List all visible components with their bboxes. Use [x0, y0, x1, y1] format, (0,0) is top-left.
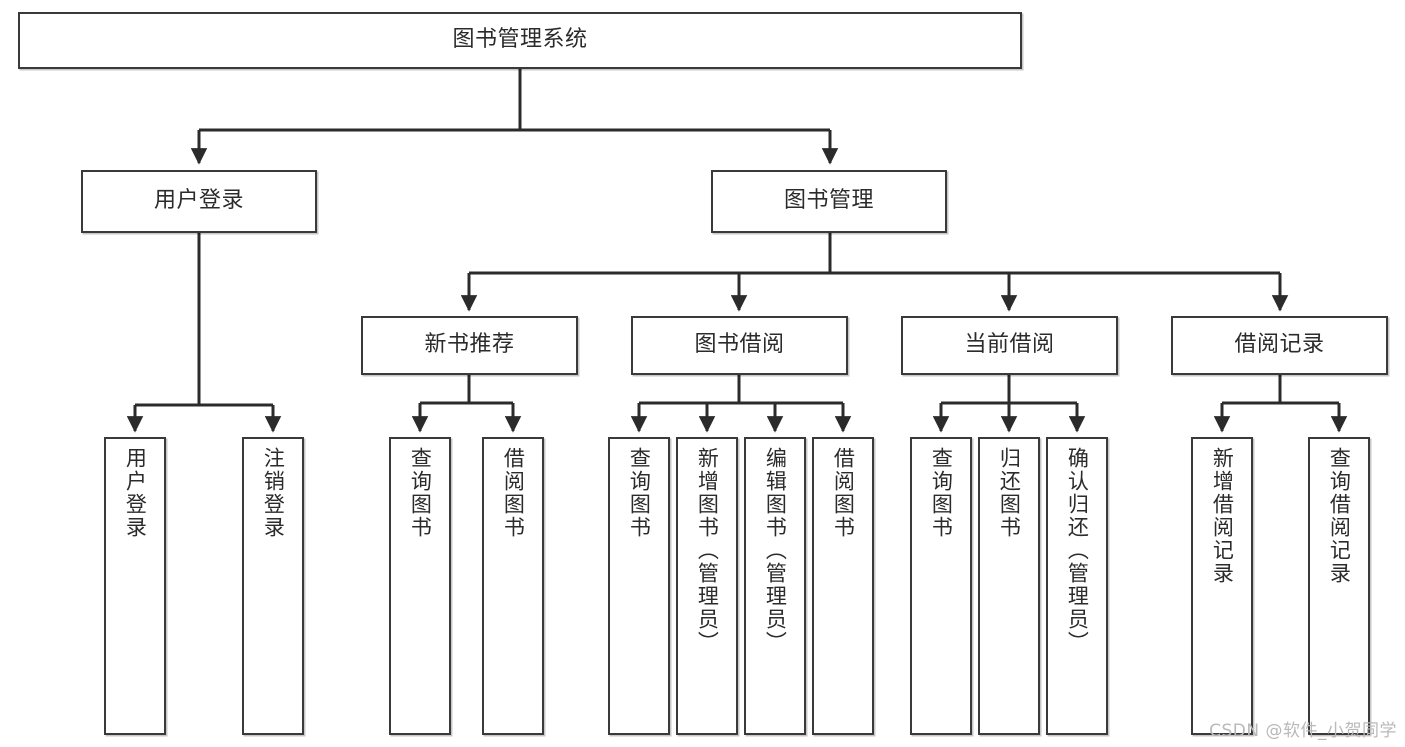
- node-borrow-record-label: 借阅记录: [1234, 332, 1325, 358]
- leaf-borrow-book-2-label: 借阅图书: [831, 447, 856, 539]
- node-root-label: 图书管理系统: [452, 27, 588, 53]
- leaf-query-book-3[interactable]: 查询图书: [910, 437, 972, 735]
- leaf-user-login[interactable]: 用户登录: [104, 437, 166, 735]
- leaf-confirm-return-label: 确认归还（管理员）: [1065, 447, 1090, 654]
- leaf-add-record[interactable]: 新增借阅记录: [1191, 437, 1253, 735]
- node-new-book-recommend[interactable]: 新书推荐: [361, 316, 578, 375]
- node-borrow-record[interactable]: 借阅记录: [1171, 316, 1388, 375]
- leaf-query-book-3-label: 查询图书: [929, 447, 954, 539]
- node-user-login[interactable]: 用户登录: [81, 170, 317, 233]
- leaf-edit-book[interactable]: 编辑图书（管理员）: [744, 437, 806, 735]
- leaf-return-book[interactable]: 归还图书: [978, 437, 1040, 735]
- leaf-query-book-2[interactable]: 查询图书: [608, 437, 670, 735]
- leaf-query-record-label: 查询借阅记录: [1327, 447, 1352, 585]
- leaf-query-book-1-label: 查询图书: [408, 447, 433, 539]
- node-user-login-label: 用户登录: [153, 188, 244, 214]
- leaf-borrow-book-1-label: 借阅图书: [501, 447, 526, 539]
- leaf-confirm-return[interactable]: 确认归还（管理员）: [1046, 437, 1108, 735]
- leaf-borrow-book-2[interactable]: 借阅图书: [812, 437, 874, 735]
- leaf-edit-book-label: 编辑图书（管理员）: [763, 447, 788, 654]
- leaf-user-login-label: 用户登录: [123, 447, 148, 539]
- leaf-add-book[interactable]: 新增图书（管理员）: [676, 437, 738, 735]
- leaf-query-book-2-label: 查询图书: [627, 447, 652, 539]
- node-book-manage[interactable]: 图书管理: [711, 170, 947, 233]
- node-root[interactable]: 图书管理系统: [18, 12, 1022, 69]
- node-book-borrow-label: 图书借阅: [694, 332, 785, 358]
- watermark: CSDN @软件_小贺同学: [1209, 721, 1397, 741]
- node-current-borrow[interactable]: 当前借阅: [901, 316, 1118, 375]
- leaf-add-book-label: 新增图书（管理员）: [695, 447, 720, 654]
- leaf-return-book-label: 归还图书: [997, 447, 1022, 539]
- leaf-borrow-book-1[interactable]: 借阅图书: [482, 437, 544, 735]
- leaf-user-logout[interactable]: 注销登录: [242, 437, 304, 735]
- node-book-manage-label: 图书管理: [783, 188, 874, 214]
- leaf-query-book-1[interactable]: 查询图书: [389, 437, 451, 735]
- leaf-user-logout-label: 注销登录: [261, 447, 286, 539]
- leaf-query-record[interactable]: 查询借阅记录: [1308, 437, 1370, 735]
- node-current-borrow-label: 当前借阅: [964, 332, 1055, 358]
- leaf-add-record-label: 新增借阅记录: [1210, 447, 1235, 585]
- node-book-borrow[interactable]: 图书借阅: [631, 316, 848, 375]
- node-new-book-recommend-label: 新书推荐: [424, 332, 515, 358]
